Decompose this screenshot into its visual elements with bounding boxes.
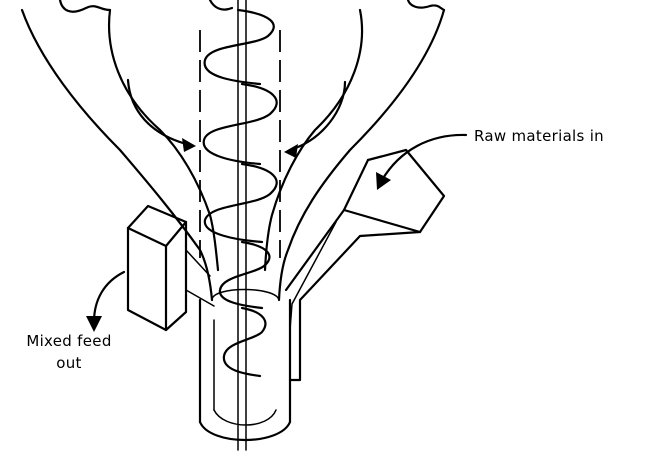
- discharge-box-side: [166, 222, 186, 330]
- hopper-inner-left-wall: [109, 10, 218, 270]
- inlet-chute-inner-top: [344, 160, 420, 232]
- hopper-outer-right-wall: [279, 10, 444, 300]
- mixed-feed-label: Mixed feed out: [14, 330, 124, 374]
- mixed-feed-arrow-shaft: [94, 272, 124, 322]
- flow-arrow-right-curve: [290, 82, 345, 150]
- flow-arrowhead-left: [182, 138, 196, 152]
- hopper-top-rim-right: [408, 0, 444, 10]
- auger-flight-2: [204, 84, 277, 164]
- auger-flight-1: [205, 10, 274, 84]
- flow-arrowhead-right: [284, 144, 298, 158]
- raw-materials-label: Raw materials in: [474, 125, 604, 147]
- discharge-box-front: [128, 228, 166, 330]
- discharge-box-top: [128, 206, 186, 246]
- auger-flight-4: [220, 242, 270, 308]
- mixed-feed-label-line1: Mixed feed: [14, 330, 124, 352]
- hopper-outer-left-wall: [22, 10, 212, 300]
- mixed-feed-label-line2: out: [14, 352, 124, 374]
- base-cylinder-inner-bottom: [214, 410, 276, 425]
- raw-materials-arrowhead: [376, 172, 391, 190]
- auger-flight-3: [205, 164, 277, 242]
- auger-flight-5: [224, 308, 266, 376]
- hopper-top-rim-mid: [210, 0, 232, 10]
- flow-arrow-left-curve: [128, 80, 190, 145]
- hopper-top-rim-left: [60, 0, 110, 12]
